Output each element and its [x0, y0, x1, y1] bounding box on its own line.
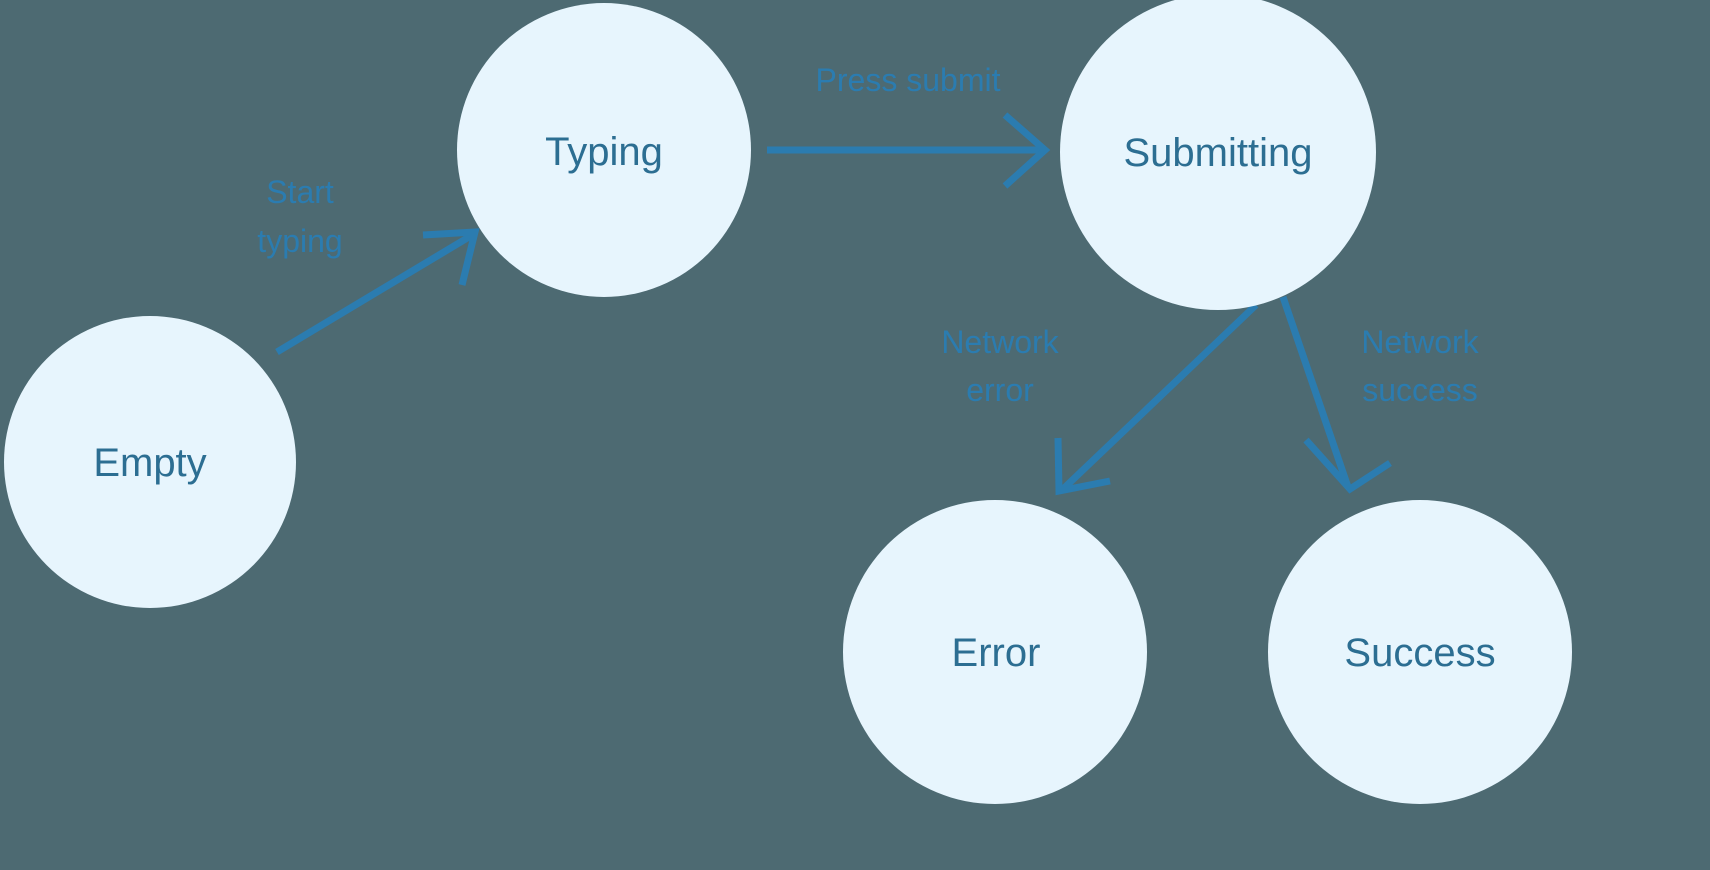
edge-label-line-1: Network — [1361, 324, 1479, 360]
edge-label-line-2: typing — [257, 223, 342, 259]
arrowhead-submitting-to-success — [1303, 437, 1392, 494]
edge-submitting-to-error — [1054, 302, 1259, 496]
node-empty[interactable]: Empty — [4, 316, 296, 608]
node-circle-empty[interactable] — [4, 316, 296, 608]
node-circle-success[interactable] — [1268, 500, 1572, 804]
edge-label-line-1: Start — [266, 174, 334, 210]
node-success[interactable]: Success — [1268, 500, 1572, 804]
node-error[interactable]: Error — [843, 500, 1147, 804]
node-label-typing: Typing — [545, 130, 663, 174]
edge-label-submitting-to-success: Network success — [1361, 324, 1479, 408]
node-label-empty: Empty — [93, 441, 206, 485]
edge-label-line-2: error — [966, 372, 1034, 408]
edge-typing-to-submitting — [767, 112, 1051, 189]
node-label-error: Error — [952, 631, 1041, 675]
edge-label-line-1: Press submit — [816, 62, 1001, 98]
edge-label-line-2: success — [1362, 372, 1478, 408]
arrowhead-submitting-to-error — [1054, 437, 1111, 496]
node-circle-typing[interactable] — [457, 3, 751, 297]
node-typing[interactable]: Typing — [457, 3, 751, 297]
node-circle-submitting[interactable] — [1060, 0, 1376, 310]
arrowhead-empty-to-typing — [422, 228, 480, 286]
edge-label-typing-to-submitting: Press submit — [816, 62, 1001, 98]
edge-label-line-1: Network — [941, 324, 1059, 360]
node-circle-error[interactable] — [843, 500, 1147, 804]
arrowhead-typing-to-submitting — [1002, 112, 1051, 189]
node-submitting[interactable]: Submitting — [1060, 0, 1376, 310]
edge-label-empty-to-typing: Start typing — [257, 174, 342, 259]
edge-empty-to-typing — [275, 228, 480, 356]
edge-submitting-to-success — [1279, 295, 1392, 494]
edge-line-submitting-to-error — [1059, 302, 1259, 493]
edge-line-empty-to-typing — [275, 230, 476, 356]
edge-label-submitting-to-error: Network error — [941, 324, 1059, 408]
edge-line-submitting-to-success — [1279, 295, 1352, 489]
node-label-submitting: Submitting — [1124, 131, 1313, 175]
node-label-success: Success — [1344, 631, 1495, 675]
